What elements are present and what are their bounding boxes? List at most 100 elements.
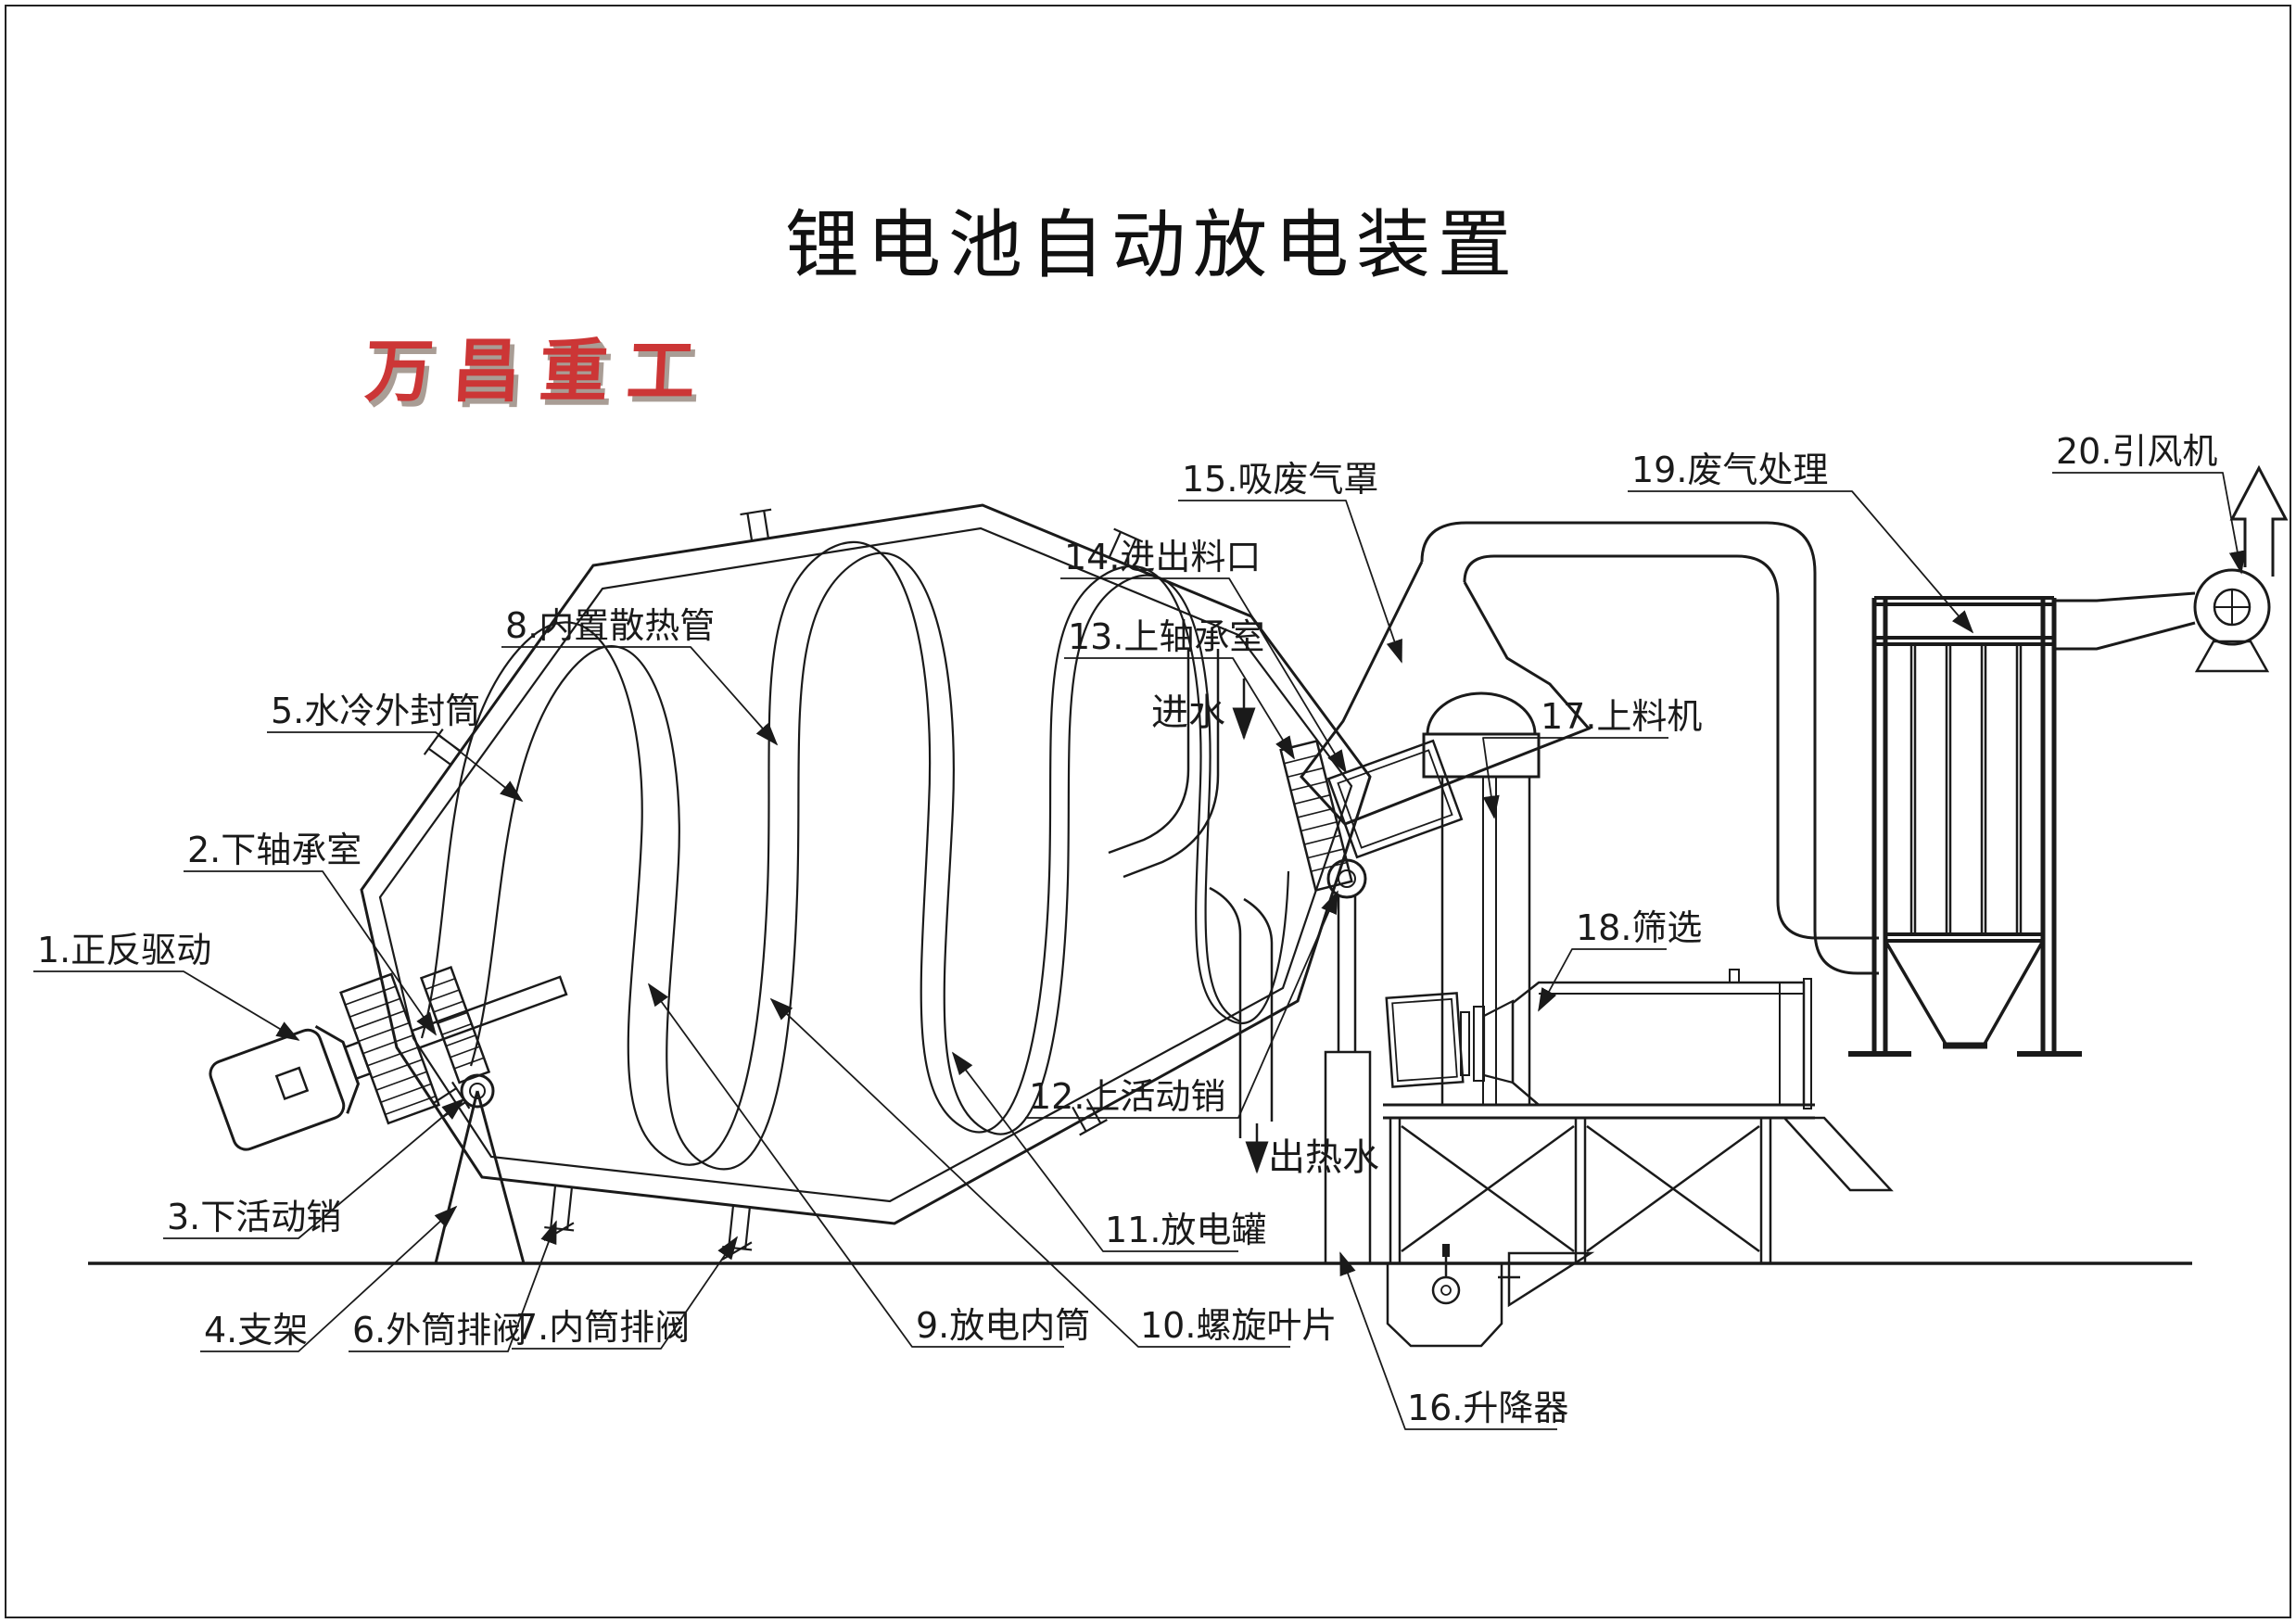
screen-body-lines <box>1539 983 1804 1105</box>
cooling-pipe-nozzle <box>1072 1098 1108 1136</box>
motor-junction-box <box>274 1066 310 1101</box>
leader-6 <box>349 1220 557 1352</box>
label-8-built-in-cooling-pipe: 8.内置散热管 <box>505 605 715 646</box>
leader-14 <box>1060 577 1347 774</box>
label-6-outer-cylinder-drain-valve: 6.外筒排阀 <box>352 1310 526 1350</box>
leader-2 <box>184 870 438 1036</box>
leader-11 <box>951 1051 1238 1252</box>
drawing-title: 锂电池自动放电装置 <box>785 202 1519 288</box>
suction-hood-and-duct <box>1300 521 1879 975</box>
outer-shell <box>360 503 1372 1225</box>
leader-19 <box>1628 490 1974 634</box>
leader-18 <box>1538 948 1667 1012</box>
lower-bearing-disc <box>419 965 491 1084</box>
water-inlet-pipe <box>1108 649 1220 879</box>
fan-inlet-duct <box>2054 591 2196 651</box>
label-18-screening: 18.筛选 <box>1576 907 1702 948</box>
inner-cylinder <box>378 526 1353 1203</box>
feeder-column <box>1440 777 1531 1105</box>
lower-pin-inner <box>469 1083 486 1099</box>
label-4-support-frame: 4.支架 <box>204 1310 308 1350</box>
logo-text: 万昌重工 <box>363 332 716 412</box>
leader-16 <box>1339 1251 1557 1430</box>
screening-machine <box>1383 969 1894 1263</box>
drive-unit <box>209 965 568 1264</box>
lifter-pulley <box>1431 1275 1461 1305</box>
spiral-blade-back <box>469 552 1241 1171</box>
lifter-pit <box>1386 1263 1503 1348</box>
label-10-spiral-blade: 10.螺旋叶片 <box>1140 1305 1337 1346</box>
leader-3 <box>163 1097 465 1239</box>
label-11-discharge-tank: 11.放电罐 <box>1105 1210 1266 1250</box>
screen-stand-beam <box>1383 1103 1815 1120</box>
duct-inner-wall <box>1463 554 1879 940</box>
outer-drain-valve <box>543 1185 575 1242</box>
a-frame-support <box>434 1090 526 1264</box>
leader-13 <box>1064 657 1295 760</box>
lifter-pulley-hub <box>1440 1285 1452 1296</box>
screen-end-cap <box>1803 978 1812 1109</box>
screen-feed-box <box>1385 992 1465 1088</box>
cooling-water-pipes: 进水 出热水 <box>1108 649 1379 1179</box>
screen-discharge-chute <box>1782 1116 1894 1192</box>
screen-body <box>1511 981 1806 1107</box>
leader-10 <box>769 997 1290 1348</box>
discharge-drum <box>360 503 1372 1262</box>
label-5-water-cooled-outer-shell: 5.水冷外封筒 <box>271 691 480 731</box>
spiral-blade-front <box>420 540 1290 1166</box>
filter-bags <box>1909 644 2023 934</box>
leader-5 <box>267 731 524 803</box>
label-17-feeding-machine: 17.上料机 <box>1541 696 1702 737</box>
cooling-pipe-nozzle <box>740 508 772 541</box>
label-14-inlet-outlet-port: 14.进出料口 <box>1064 537 1261 577</box>
suction-hood <box>1300 561 1592 826</box>
part-labels: 1.正反驱动 2.下轴承室 3.下活动销 4.支架 5.水冷外封筒 6.外筒排阀… <box>33 431 2246 1430</box>
feeder-head-box <box>1422 732 1541 779</box>
cooling-pipe-nozzle <box>432 1081 471 1119</box>
leader-4 <box>200 1205 458 1352</box>
label-1-forward-reverse-drive: 1.正反驱动 <box>37 930 211 970</box>
collector-header <box>1874 596 2054 646</box>
upper-pin-outer <box>1326 858 1367 899</box>
lifter-chute <box>1498 1251 1595 1308</box>
sheet-border <box>5 5 2291 1618</box>
motor-body <box>209 1028 346 1151</box>
upper-end-assembly <box>1279 739 1464 1052</box>
screen-stand-legs <box>1389 1118 1772 1263</box>
lifter-unit <box>1324 1050 1595 1348</box>
label-15-waste-gas-suction-hood: 15.吸废气罩 <box>1182 459 1378 500</box>
upper-pin-inner <box>1338 869 1356 888</box>
duct-outer-wall <box>1420 521 1879 975</box>
collector-hopper <box>1884 940 2045 1046</box>
inlet-outlet-box <box>1326 739 1464 859</box>
label-12-upper-movable-pin: 12.上活动销 <box>1029 1076 1225 1117</box>
leader-20 <box>2052 472 2246 575</box>
cooling-pipe-nozzle <box>1108 527 1144 565</box>
leader-9 <box>647 983 1064 1348</box>
fan-spokes <box>2214 590 2250 625</box>
pin-support-column <box>1337 895 1357 1052</box>
screen-coupling-plate <box>1460 1011 1470 1076</box>
drive-gear <box>339 972 441 1125</box>
label-2-lower-bearing-housing: 2.下轴承室 <box>187 830 362 870</box>
lower-pin-outer <box>460 1073 495 1109</box>
fan-pedestal <box>2194 640 2270 673</box>
leader-15 <box>1178 500 1402 664</box>
hot-water-outlet-pipe <box>1209 886 1274 1138</box>
leader-8 <box>501 646 779 746</box>
screen-inlet-cone <box>1482 999 1515 1084</box>
leader-1 <box>33 970 300 1041</box>
feeder-dome <box>1426 691 1537 735</box>
leader-17 <box>1482 737 1668 819</box>
water-in-annotation: 进水 <box>1151 691 1225 734</box>
screen-top-stub <box>1729 969 1740 983</box>
label-19-waste-gas-treatment: 19.废气处理 <box>1631 450 1828 490</box>
label-3-lower-movable-pin: 3.下活动销 <box>167 1197 341 1237</box>
label-7-inner-cylinder-drain-valve: 7.内筒排阀 <box>515 1307 690 1348</box>
hot-water-out-annotation: 出热水 <box>1268 1136 1379 1179</box>
leader-7 <box>512 1236 739 1350</box>
screen-stand-braces <box>1401 1124 1760 1253</box>
company-logo: 万昌重工 万昌重工 <box>363 332 720 417</box>
